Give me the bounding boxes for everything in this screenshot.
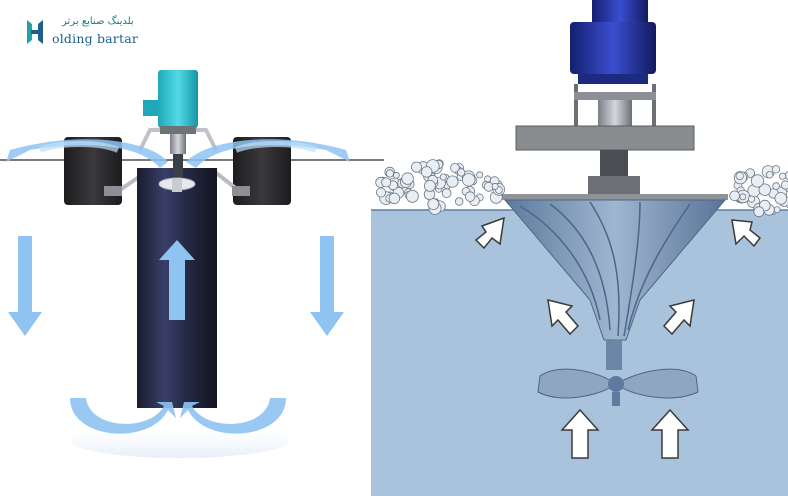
flow-highlight	[234, 141, 318, 153]
support-beam	[515, 125, 695, 151]
up-arrow-icon	[662, 298, 695, 336]
bubble	[405, 189, 419, 203]
up-arrow-icon	[731, 219, 762, 248]
bubble	[401, 172, 414, 185]
right-aerator	[371, 0, 788, 496]
brand-name-en: olding bartar	[52, 31, 139, 46]
bubble	[392, 171, 400, 179]
bubble	[780, 180, 788, 190]
up-arrow-icon	[547, 298, 580, 336]
right-bracket	[232, 186, 250, 196]
impeller-icon	[503, 199, 727, 406]
bubble	[450, 163, 460, 173]
bubble	[385, 169, 394, 178]
bubble	[439, 173, 447, 181]
h-logo-icon	[27, 20, 43, 44]
circulation-arrow-icon	[70, 398, 176, 434]
down-arrow-icon	[310, 236, 344, 336]
bubble	[735, 172, 744, 181]
bubble	[758, 183, 772, 196]
bubble	[446, 175, 459, 188]
bubble	[765, 171, 774, 179]
bubble	[455, 197, 464, 206]
left-bracket	[104, 186, 122, 196]
bubble	[457, 168, 466, 177]
shaft-housing	[600, 150, 628, 176]
brand-logo: بلدینگ صنایع برتر olding bartar	[22, 14, 138, 50]
bubble	[747, 195, 756, 203]
up-arrow-icon	[159, 240, 195, 320]
motor-icon	[570, 0, 656, 148]
bubble	[427, 198, 440, 211]
bubble	[771, 165, 781, 174]
bubble	[491, 182, 499, 190]
mount-plate	[500, 194, 728, 200]
down-arrow-icon	[8, 236, 42, 336]
bubble	[375, 187, 386, 198]
bubble-cluster-icon	[729, 165, 788, 218]
bubble	[381, 177, 392, 188]
up-arrow-icon	[474, 216, 505, 250]
bubble	[484, 175, 492, 183]
bubble	[778, 172, 787, 180]
flow-highlight	[38, 141, 120, 153]
bubble	[388, 192, 401, 205]
bubble-cluster-icon	[375, 159, 506, 215]
bubble	[410, 161, 422, 173]
up-arrow-icon	[650, 408, 690, 459]
bubble	[423, 179, 436, 192]
bubble	[476, 171, 484, 179]
circulation-arrow-icon	[180, 398, 286, 434]
bubble	[772, 182, 780, 190]
bubble	[729, 190, 740, 202]
motor-icon	[143, 70, 198, 178]
bubble	[464, 191, 476, 202]
up-arrow-icon	[560, 408, 600, 459]
brand-name-fa: بلدینگ صنایع برتر	[62, 16, 134, 27]
bubble	[774, 192, 788, 205]
shaft-flange	[588, 176, 640, 196]
bubble	[421, 166, 433, 178]
bubble	[750, 174, 765, 188]
bubble	[462, 173, 476, 187]
bubble	[773, 206, 781, 214]
bubble	[739, 193, 747, 201]
bubble	[753, 206, 765, 218]
left-aerator	[0, 70, 384, 458]
impeller-icon	[158, 177, 196, 192]
bubble	[441, 188, 452, 199]
